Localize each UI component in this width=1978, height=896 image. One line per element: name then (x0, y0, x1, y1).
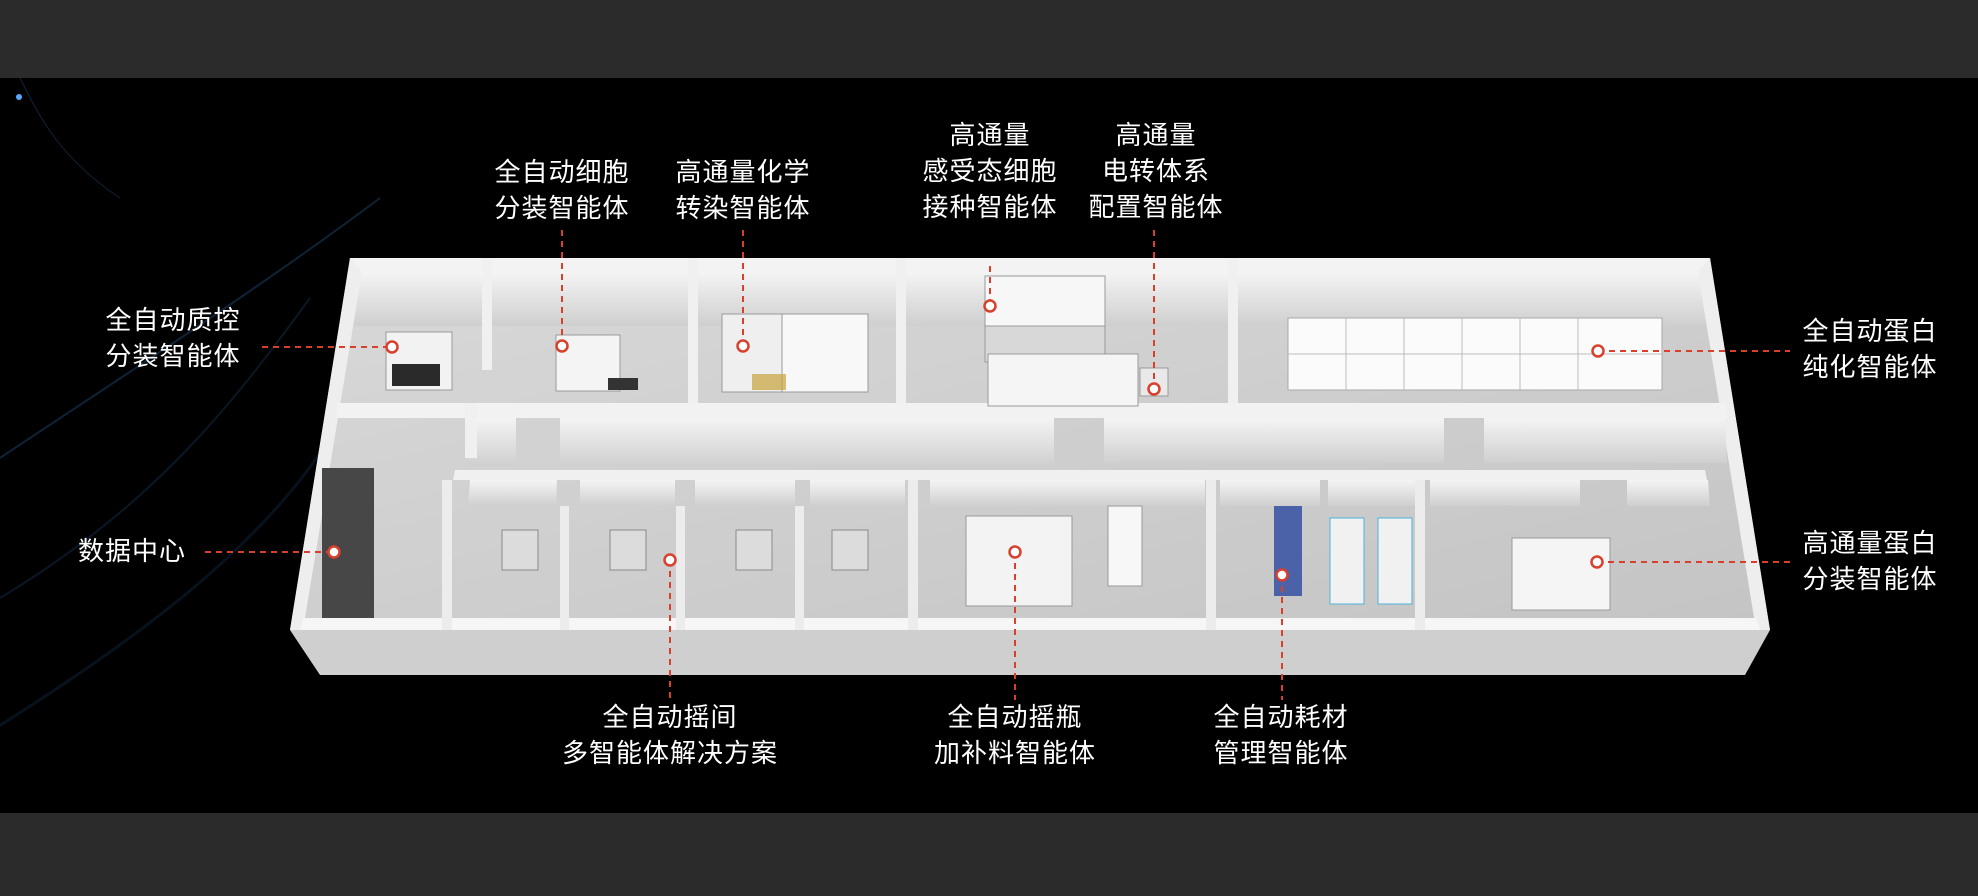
lower-partitions (442, 480, 1425, 630)
marker-protein-purify (1591, 344, 1605, 358)
consumables-cabinet-1 (1329, 517, 1365, 605)
label-line: 高通量化学 (675, 158, 811, 188)
label-competent-cell: 高通量 感受态细胞 接种智能体 (910, 118, 1070, 226)
transfection-unit-right (781, 313, 869, 393)
qc-dispenser-window (392, 364, 440, 386)
corridor-wall-top (336, 403, 1728, 418)
label-line: 纯化智能体 (1802, 353, 1938, 383)
label-data-center: 数据中心 (62, 534, 202, 570)
shake-flask-unit (965, 515, 1073, 607)
upper-partitions (465, 258, 1238, 458)
lower-wall-segment-3 (695, 480, 795, 506)
shake-flask-side-cabinet (1107, 505, 1143, 587)
electro-system-unit (987, 353, 1139, 407)
transfection-plate (752, 374, 786, 390)
label-line: 全自动质控 (105, 306, 241, 336)
marker-qc-dispense (385, 340, 399, 354)
glow-dot (16, 94, 22, 100)
label-line: 高通量 (949, 121, 1031, 151)
label-shaker-room: 全自动摇间 多智能体解决方案 (550, 700, 790, 772)
lab-floorplan (0, 78, 1790, 728)
label-line: 全自动摇间 (602, 703, 738, 733)
bottom-frame-band (0, 813, 1978, 896)
label-line: 感受态细胞 (922, 157, 1058, 187)
data-center-racks (322, 468, 374, 618)
label-line: 电转体系 (1101, 157, 1210, 187)
marker-shake-flask (1008, 545, 1022, 559)
label-line: 配置智能体 (1088, 193, 1224, 223)
marker-protein-dispense (1590, 555, 1604, 569)
marker-chem-transfection (736, 339, 750, 353)
marker-cell-dispense (555, 339, 569, 353)
label-line: 全自动细胞 (494, 158, 630, 188)
top-frame-band (0, 0, 1978, 78)
left-wall (290, 258, 362, 630)
lower-wall-segment-5 (930, 480, 1205, 506)
lower-wall-segment-7 (1328, 480, 1415, 506)
label-shake-flask: 全自动摇瓶 加补料智能体 (930, 700, 1100, 772)
lower-wall-segment-2 (580, 480, 675, 506)
label-cell-dispense: 全自动细胞 分装智能体 (487, 155, 637, 227)
corridor-wall-mid (1104, 418, 1444, 463)
front-wall (300, 618, 1760, 630)
marker-data-center (327, 545, 341, 559)
label-line: 管理智能体 (1213, 739, 1349, 769)
right-wall (1698, 258, 1770, 630)
diagram-panel: 全自动质控 分装智能体 全自动细胞 分装智能体 高通量化学 转染智能体 高通量 … (0, 78, 1978, 813)
protein-dispense-unit (1511, 537, 1611, 611)
marker-competent-cell (983, 299, 997, 313)
label-line: 全自动蛋白 (1802, 317, 1938, 347)
label-line: 高通量 (1115, 121, 1197, 151)
corridor-wall-stub (468, 418, 516, 466)
label-consumables: 全自动耗材 管理智能体 (1206, 700, 1356, 772)
back-wall-top (350, 258, 1710, 272)
base-front-face (290, 630, 1770, 675)
lower-wall-segment-9 (1627, 480, 1710, 506)
label-protein-dispense: 高通量蛋白 分装智能体 (1795, 526, 1945, 598)
label-protein-purify: 全自动蛋白 纯化智能体 (1795, 314, 1945, 386)
label-line: 全自动耗材 (1213, 703, 1349, 733)
corridor-wall-right (1484, 418, 1727, 463)
lower-wall-segment-6 (1220, 480, 1320, 506)
background-swirl (0, 78, 381, 728)
label-line: 多智能体解决方案 (561, 739, 778, 769)
cell-dispenser-arm (608, 378, 638, 390)
lower-rooms-top-wall (453, 470, 1707, 480)
label-line: 转染智能体 (675, 194, 811, 224)
label-line: 加补料智能体 (933, 739, 1096, 769)
label-chem-transfection: 高通量化学 转染智能体 (668, 155, 818, 227)
shaker-units (501, 529, 869, 571)
location-markers (327, 299, 1605, 582)
equipment (322, 275, 1663, 618)
label-qc-dispense: 全自动质控 分装智能体 (98, 303, 248, 375)
label-line: 高通量蛋白 (1802, 529, 1938, 559)
marker-electro-system (1147, 382, 1161, 396)
corridor-wall-left (560, 418, 1054, 466)
marker-consumables (1275, 568, 1289, 582)
label-line: 分装智能体 (1802, 565, 1938, 595)
label-line: 全自动摇瓶 (947, 703, 1083, 733)
label-line: 分装智能体 (494, 194, 630, 224)
marker-shaker-room (663, 553, 677, 567)
lower-wall-segment-4 (810, 480, 905, 506)
label-line: 分装智能体 (105, 342, 241, 372)
lower-wall-segment-1 (468, 480, 557, 506)
consumables-cabinet-2 (1377, 517, 1413, 605)
label-line: 数据中心 (77, 537, 186, 567)
lower-wall-segment-8 (1430, 480, 1580, 506)
label-electro-system: 高通量 电转体系 配置智能体 (1076, 118, 1236, 226)
competent-cell-unit-top (984, 275, 1106, 327)
consumables-rack (1274, 506, 1302, 596)
label-line: 接种智能体 (922, 193, 1058, 223)
